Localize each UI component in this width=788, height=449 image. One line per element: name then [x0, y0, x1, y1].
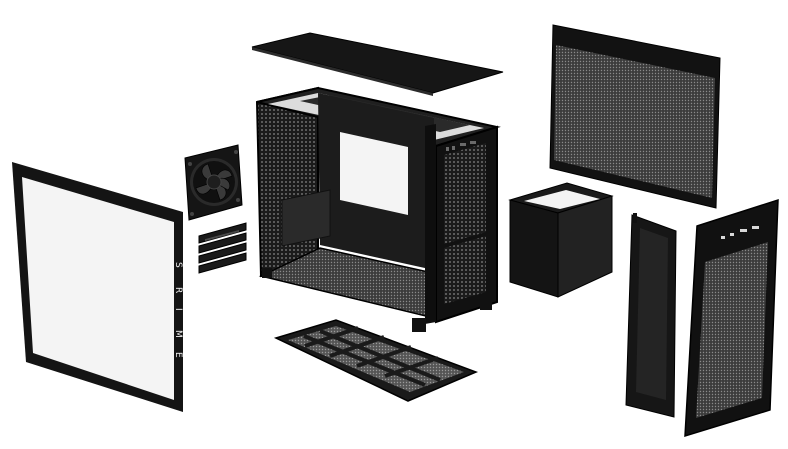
front-io-ports	[721, 226, 759, 239]
vertical-bracket	[625, 213, 677, 418]
main-chassis	[255, 86, 501, 332]
pci-slot-covers	[198, 222, 247, 274]
glass-side-panel: S R I M E	[12, 162, 183, 412]
side-panel-lettering: S R I M E	[173, 262, 183, 358]
psu-shroud	[508, 182, 614, 298]
side-letter-5: E	[173, 352, 183, 358]
side-letter-1: S	[173, 262, 183, 268]
bottom-dust-filter	[273, 319, 479, 402]
mesh-side-panel	[549, 24, 721, 209]
side-letter-2: R	[173, 287, 183, 293]
case-fan	[184, 144, 243, 221]
side-letter-4: M	[173, 330, 183, 338]
front-panel	[684, 198, 779, 438]
side-letter-3: I	[173, 308, 183, 311]
top-panel	[251, 32, 504, 96]
